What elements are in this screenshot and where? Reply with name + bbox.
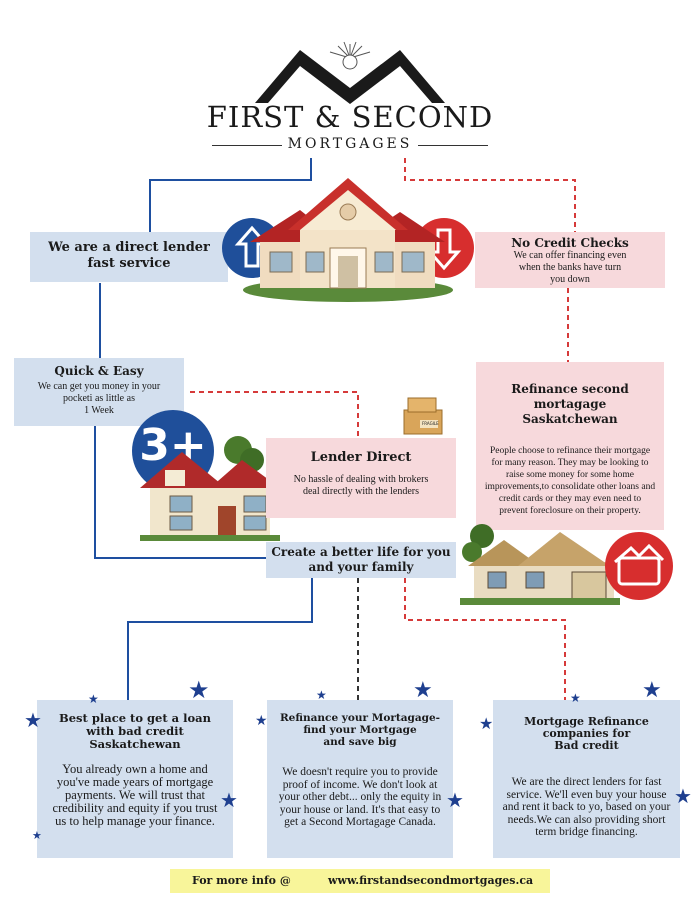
- star-icon: ★: [316, 688, 327, 702]
- quick-easy-title: Quick & Easy: [54, 364, 144, 378]
- star-icon: ★: [220, 788, 238, 812]
- logo-roof-icon: [255, 41, 445, 104]
- quick-easy-box: Quick & Easy We can get you money in you…: [14, 358, 184, 426]
- house-card-icon: [605, 532, 673, 600]
- brand-name: FIRST & SECOND: [206, 100, 494, 134]
- footer-url-link[interactable]: www.firstandsecondmortgages.ca: [328, 874, 534, 887]
- logo: FIRST & SECOND MORTGAGES: [200, 28, 500, 163]
- house-illustration-left: [140, 430, 280, 545]
- lender-direct-title: Lender Direct: [310, 450, 412, 465]
- card-bad-credit-text: You already own a home and you've made y…: [52, 762, 218, 828]
- star-icon: ★: [32, 829, 42, 842]
- star-icon: ★: [479, 714, 494, 733]
- brand-sub: MORTGAGES: [200, 136, 500, 154]
- card-refinance-mortgage-title: Refinance your Mortagage- find your Mort…: [279, 712, 441, 748]
- star-icon: ★: [188, 676, 210, 704]
- star-icon: ★: [413, 678, 433, 703]
- star-icon: ★: [570, 691, 581, 705]
- star-icon: ★: [255, 713, 268, 729]
- no-credit-title: No Credit Checks: [511, 236, 629, 250]
- footer-bar: For more info @ www.firstandsecondmortga…: [170, 869, 550, 893]
- card-refinance-mortgage-text: We doesn't require you to provide proof …: [278, 766, 442, 828]
- star-icon: ★: [24, 708, 42, 732]
- footer-label: For more info @: [192, 874, 291, 887]
- refinance-text: People choose to refinance their mortgag…: [484, 446, 656, 516]
- card-refinance-mortgage: Refinance your Mortagage- find your Mort…: [267, 700, 453, 858]
- quick-easy-text: We can get you money in your pocketi as …: [37, 381, 161, 416]
- brand-sub-text: MORTGAGES: [287, 136, 413, 152]
- card-bad-credit: Best place to get a loan with bad credit…: [37, 700, 233, 858]
- direct-lender-box: We are a direct lender fast service: [30, 232, 228, 282]
- star-icon: ★: [674, 784, 692, 808]
- better-life-box: Create a better life for you and your fa…: [266, 542, 456, 578]
- star-icon: ★: [642, 678, 662, 703]
- no-credit-box: No Credit Checks We can offer financing …: [475, 232, 665, 288]
- star-icon: ★: [88, 692, 99, 706]
- no-credit-text: We can offer financing even when the ban…: [513, 250, 627, 285]
- house-illustration-right: [460, 522, 690, 607]
- card-refinance-companies-text: We are the direct lenders for fast servi…: [502, 776, 671, 838]
- house-illustration-main: [240, 172, 455, 302]
- star-icon: ★: [446, 788, 464, 812]
- lender-direct-box: Lender Direct No hassle of dealing with …: [266, 438, 456, 518]
- better-life-title: Create a better life for you and your fa…: [271, 545, 451, 574]
- fragile-label: FRAGILE: [422, 421, 439, 426]
- card-bad-credit-title: Best place to get a loan with bad credit…: [59, 711, 211, 751]
- lender-direct-text: No hassle of dealing with brokers deal d…: [293, 474, 429, 497]
- refinance-box: Refinance second mortagage Saskatchewan …: [476, 362, 664, 530]
- fragile-box-icon: FRAGILE: [400, 396, 445, 436]
- card-refinance-companies: Mortgage Refinance companies for Bad cre…: [493, 700, 680, 858]
- card-refinance-companies-title: Mortgage Refinance companies for Bad cre…: [524, 715, 649, 752]
- refinance-title: Refinance second mortagage Saskatchewan: [511, 382, 629, 426]
- direct-lender-title: We are a direct lender fast service: [48, 240, 210, 271]
